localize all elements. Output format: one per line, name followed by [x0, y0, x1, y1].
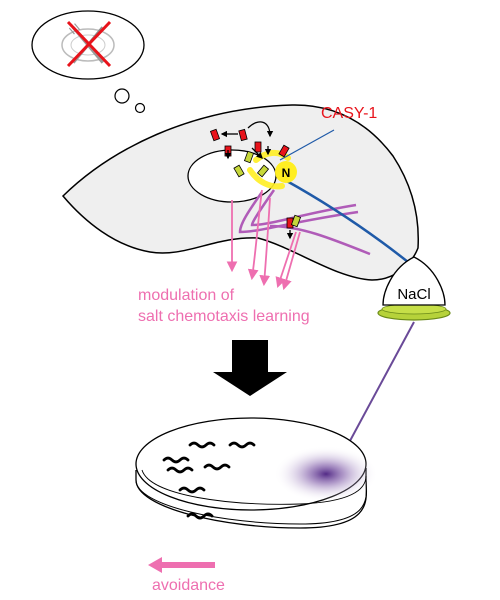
casy1-label: CASY-1 — [321, 105, 377, 122]
thought-dot-large — [114, 88, 130, 104]
trafficking-arrows — [220, 121, 294, 240]
blue-axon — [284, 178, 409, 263]
nucleus-label: N — [282, 166, 291, 180]
crossed-fork-knife-plate-icon — [61, 20, 115, 68]
avoidance-label: avoidance — [152, 577, 225, 594]
starvation-thought-bubble — [31, 10, 146, 114]
nacl-label: NaCl — [397, 286, 430, 303]
pink-signal-arrows — [226, 189, 301, 291]
casy1-pointer-line — [279, 129, 335, 161]
left-arrow-icon — [148, 557, 215, 573]
petri-dish — [135, 417, 378, 529]
modulation-label-line2: salt chemotaxis learning — [138, 308, 310, 325]
nacl-salt-pile: NaCl — [377, 256, 451, 321]
thought-dot-small — [134, 102, 146, 114]
worms-on-plate — [162, 441, 256, 520]
purple-neurite-bundle — [238, 189, 371, 256]
salt-gradient — [274, 446, 378, 502]
casy1-proteins — [209, 128, 302, 229]
modulation-label-line1: modulation of — [138, 287, 235, 304]
down-arrow-icon — [213, 340, 287, 396]
